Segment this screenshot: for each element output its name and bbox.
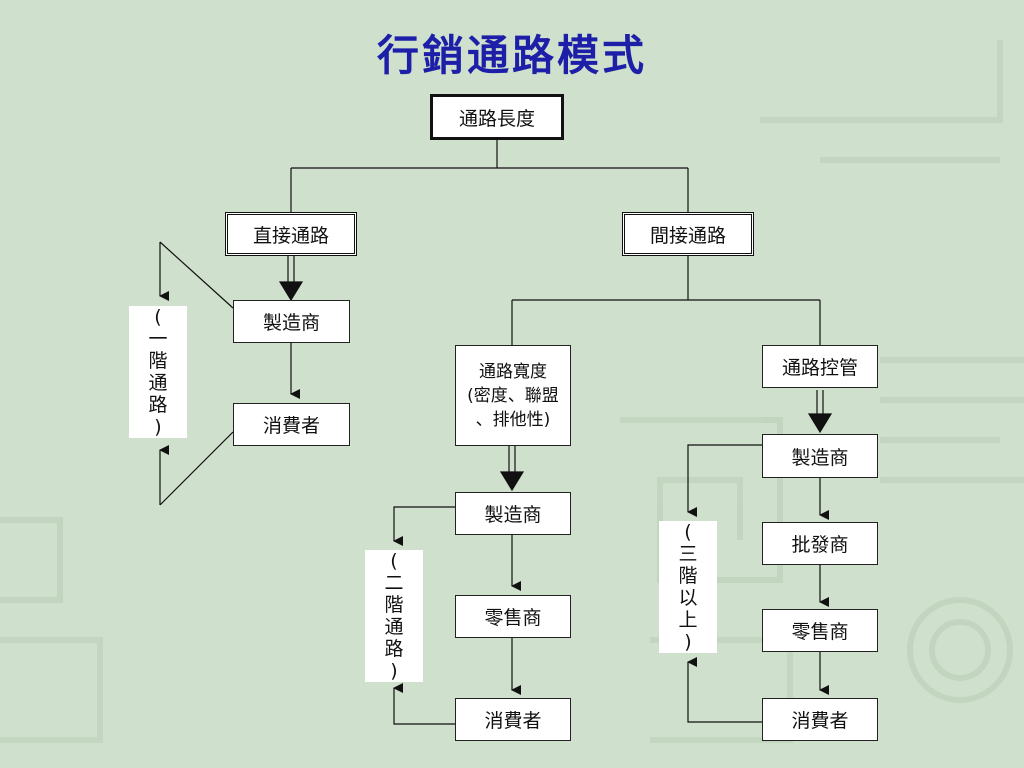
two-level-channel-label: ( 二 階 通 路 ) xyxy=(365,550,423,682)
label-char: 一 xyxy=(148,328,168,350)
label-char: 階 xyxy=(678,565,698,587)
channel-width-line3: 、排他性) xyxy=(475,409,551,430)
label-char: 階 xyxy=(384,594,404,616)
label-char: 路 xyxy=(148,394,168,416)
direct-channel-box: 直接通路 xyxy=(225,212,357,256)
middle-consumer-box: 消費者 xyxy=(455,698,571,741)
three-level-channel-label: ( 三 階 以 上 ) xyxy=(659,521,717,653)
label-char: ( xyxy=(684,521,692,543)
channel-width-line2: (密度、聯盟 xyxy=(467,385,559,406)
label-char: ( xyxy=(390,550,398,572)
indirect-channel-box: 間接通路 xyxy=(622,212,754,256)
label-char: 通 xyxy=(148,372,168,394)
right-retailer-box: 零售商 xyxy=(762,609,878,652)
right-wholesaler-box: 批發商 xyxy=(762,522,878,565)
label-char: 階 xyxy=(148,350,168,372)
label-char: 以 xyxy=(678,587,698,609)
one-level-channel-label: ( 一 階 通 路 ) xyxy=(129,306,187,438)
channel-width-line1: 通路寬度 xyxy=(479,361,547,382)
label-char: 通 xyxy=(384,616,404,638)
label-char: ) xyxy=(390,660,398,682)
right-consumer-box: 消費者 xyxy=(762,698,878,741)
label-char: 路 xyxy=(384,638,404,660)
channel-length-box: 通路長度 xyxy=(430,94,564,140)
label-char: 三 xyxy=(678,543,698,565)
label-char: ( xyxy=(154,306,162,328)
label-char: 上 xyxy=(678,609,698,631)
direct-consumer-box: 消費者 xyxy=(233,403,350,446)
label-char: 二 xyxy=(384,572,404,594)
page-title: 行銷通路模式 xyxy=(376,31,647,80)
right-manufacturer-box: 製造商 xyxy=(762,434,878,478)
middle-manufacturer-box: 製造商 xyxy=(455,492,571,535)
direct-manufacturer-box: 製造商 xyxy=(233,300,350,343)
label-char: ) xyxy=(154,416,162,438)
channel-width-box: 通路寬度 (密度、聯盟 、排他性) xyxy=(455,345,571,446)
channel-control-box: 通路控管 xyxy=(762,345,878,388)
label-char: ) xyxy=(684,631,692,653)
middle-retailer-box: 零售商 xyxy=(455,595,571,638)
